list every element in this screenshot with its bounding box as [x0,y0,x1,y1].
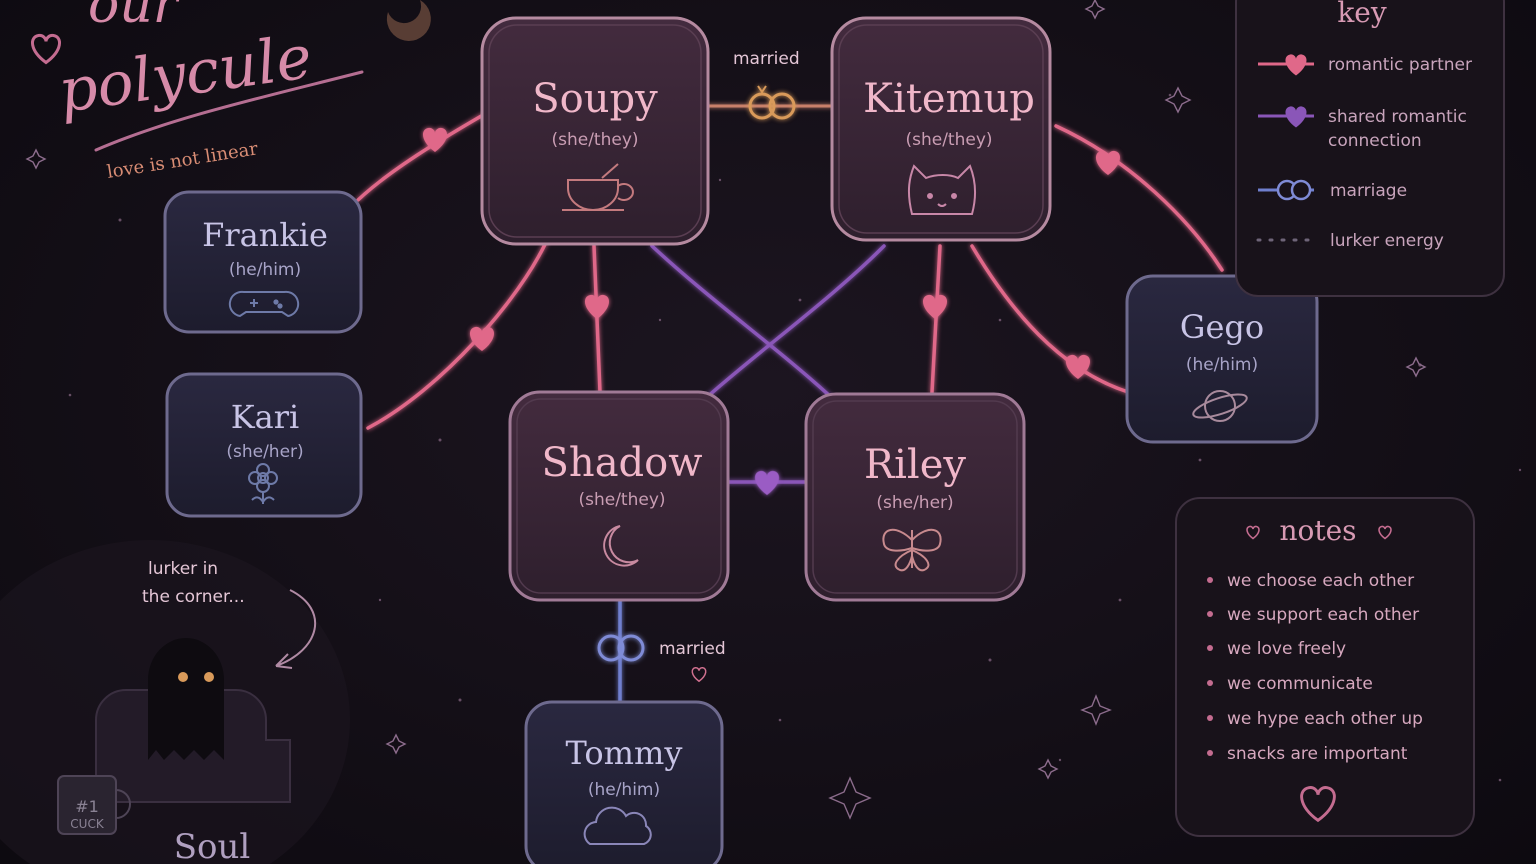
node-shadow[interactable]: Shadow (she/they) [508,390,730,602]
node-pronouns: (she/her) [876,493,953,513]
mug-text-1: #1 [75,797,99,816]
gamepad-icon [228,290,300,318]
node-kitemup[interactable]: Kitemup (she/they) [830,16,1052,242]
title-line-1: our [88,0,181,35]
key-item-lurker: lurker energy [1256,231,1444,251]
node-tommy[interactable]: Tommy (he/him) [524,700,724,864]
ghost-icon[interactable] [148,638,224,760]
note-item: we choose each other [1227,571,1414,591]
node-riley[interactable]: Riley (she/her) [804,392,1026,602]
key-item-romantic: romantic partner [1258,54,1472,76]
lurker-label-line-1: lurker in [148,559,218,579]
shared-line-kitemup-shadow [704,244,886,400]
sparkle-icons [25,0,1427,820]
node-name: Gego [1180,308,1264,346]
title-subtitle: love is not linear [105,138,259,183]
romantic-line-soupy-shadow [592,244,602,394]
ring-icon-top [748,85,796,120]
node-name: Frankie [202,216,328,254]
soul-name: Soul [174,827,251,864]
key-item-shared: shared romantic connection [1258,106,1467,151]
node-pronouns: (she/her) [226,442,303,462]
node-pronouns: (he/him) [588,780,660,800]
node-frankie[interactable]: Frankie (he/him) [163,190,363,334]
mug-icon: #1 CUCK [57,775,131,835]
lurker-label-line-2: the corner... [142,587,245,607]
node-pronouns: (she/they) [905,130,992,150]
node-soupy[interactable]: Soupy (she/they) [480,16,710,246]
node-pronouns: (she/they) [551,130,638,150]
heart-icon [1065,354,1091,379]
heart-icon [922,294,948,319]
shared-line-soupy-riley [650,244,834,400]
node-pronouns: (she/they) [578,490,665,510]
married-label-bottom: married [659,639,726,659]
key-panel: key romantic partner shared romantic con… [1235,0,1505,297]
romantic-line-soupy-frankie [356,113,485,202]
cat-icon [907,164,977,215]
key-item-marriage: marriage [1258,179,1407,201]
romantic-line-kitemup-gego-lower [970,244,1130,394]
notes-title: notes [1279,514,1356,547]
node-name: Riley [864,442,966,488]
notes-list [1207,577,1213,756]
node-pronouns: (he/him) [1186,355,1258,375]
planet-icon [1192,390,1248,422]
node-name: Tommy [566,734,683,772]
node-gego[interactable]: Gego (he/him) [1125,274,1319,444]
arrow-icon [275,589,317,669]
key-label: lurker energy [1330,231,1444,251]
butterfly-icon [882,529,942,572]
moon-icon [603,525,639,567]
moon-decor-icon [386,0,431,41]
node-name: Kitemup [863,76,1035,122]
key-title: key [1337,0,1387,29]
title-block: our polycule love is not linear [30,0,431,183]
key-label-line-2: connection [1328,131,1422,151]
cloud-icon [583,806,652,845]
node-pronouns: (he/him) [229,260,301,280]
node-name: Soupy [532,76,658,122]
romantic-line-kitemup-gego-upper [1054,124,1224,272]
note-item: we love freely [1227,639,1346,659]
key-label: marriage [1330,181,1407,201]
note-item: snacks are important [1227,744,1408,764]
heart-icon [469,326,495,351]
teacup-icon [562,163,634,211]
lurker-corner: lurker in the corner... #1 CUCK Soul [0,540,350,864]
star-field [68,93,1522,782]
married-label-top: married [733,49,800,69]
title-line-2: polycule [54,22,316,127]
romantic-line-kitemup-riley [930,244,942,394]
ring-icon-bottom [597,634,645,662]
note-item: we hype each other up [1227,709,1423,729]
connections [356,104,1224,704]
mug-text-2: CUCK [70,817,105,831]
note-item: we support each other [1227,605,1419,625]
title-underline [94,70,364,152]
notes-panel: notes we choose each other we support ea… [1175,497,1475,837]
small-heart-icon [691,666,707,683]
node-name: Kari [231,398,300,436]
key-label: romantic partner [1328,55,1472,75]
node-kari[interactable]: Kari (she/her) [165,372,363,518]
key-label-line-1: shared romantic [1328,107,1467,127]
note-item: we communicate [1227,674,1373,694]
ring-icon [1276,179,1312,201]
node-name: Shadow [542,440,703,486]
flower-icon [248,463,278,504]
heart-icon [754,470,780,495]
